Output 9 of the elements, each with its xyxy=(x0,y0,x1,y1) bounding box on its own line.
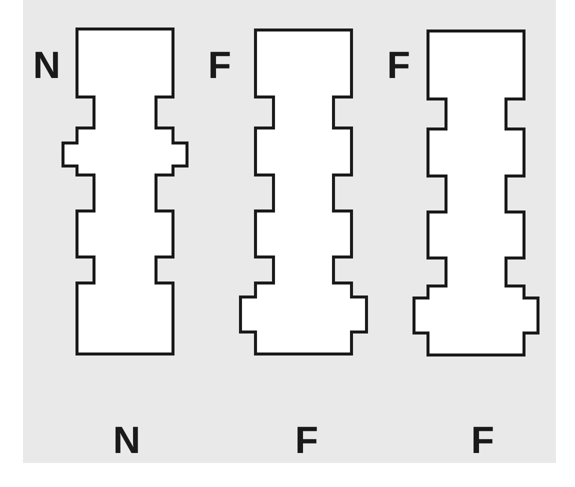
stepped-profile-outline xyxy=(239,28,368,356)
letter-label: F xyxy=(295,422,318,460)
letter-label: F xyxy=(471,422,494,460)
letter-label: N xyxy=(33,47,60,85)
stepped-profile-outline xyxy=(412,30,540,356)
letter-label: F xyxy=(208,47,232,85)
stepped-profile-outline xyxy=(62,28,188,356)
letter-label: N xyxy=(113,422,140,460)
letter-label: F xyxy=(387,47,410,85)
